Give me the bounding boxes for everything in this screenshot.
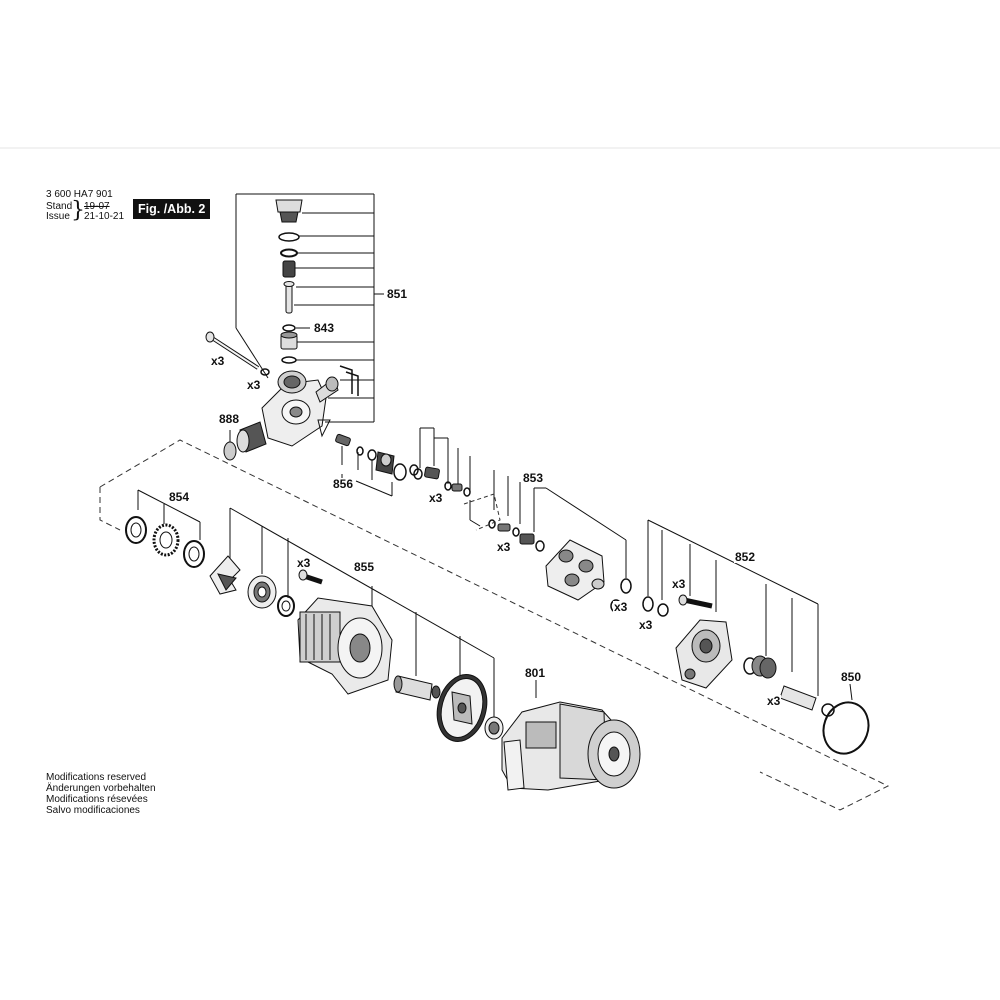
- valve-stem: [283, 281, 295, 314]
- bracket-853: [419, 427, 627, 578]
- pump-screw: [678, 594, 713, 609]
- valve-nut: [280, 331, 298, 350]
- pump-seal: [620, 578, 632, 594]
- footer-es: Salvo modificaciones: [46, 805, 140, 816]
- seal-ring-a: [642, 596, 654, 612]
- qty-pistons: x3: [766, 694, 782, 708]
- bracket-856: [341, 446, 393, 497]
- motor-screw: [298, 569, 323, 585]
- callout-851: 851: [386, 287, 409, 301]
- bracket-852: [647, 519, 819, 696]
- gear-bearing: [484, 716, 504, 740]
- ball-bearing: [247, 575, 277, 609]
- valve-outline: [463, 493, 501, 531]
- callout-855: 855: [353, 560, 376, 574]
- bracket-851: [235, 193, 384, 423]
- footer-fr: Modifications résevées: [46, 794, 148, 805]
- shaft-seal: [277, 595, 295, 617]
- brace-glyph: }: [71, 198, 85, 223]
- part-number: 3 600 HA7 901: [46, 189, 113, 200]
- figure-label: Fig. /Abb. 2: [133, 199, 211, 219]
- pump-head: [545, 539, 605, 601]
- valve-spring: [282, 260, 296, 278]
- issue-date: 21-10-21: [84, 211, 125, 222]
- callout-852: 852: [734, 550, 757, 564]
- drive-flange: [209, 555, 241, 595]
- qty-valve-screw: x3: [210, 354, 226, 368]
- qty-pump-seal-b: x3: [638, 618, 654, 632]
- large-o-ring-850: [822, 683, 870, 755]
- qty-pump-seal-a: x3: [613, 600, 629, 614]
- qty-motor-screws: x3: [296, 556, 312, 570]
- valve-seal: [281, 356, 297, 364]
- stand-label: Stand: [46, 201, 73, 212]
- filter-888: [223, 441, 237, 461]
- gear-housing: [297, 597, 393, 695]
- qty-valve-washer: x3: [246, 378, 262, 392]
- long-screw: [205, 331, 270, 376]
- bearing-washers: [125, 516, 205, 568]
- footer-de: Änderungen vorbehalten: [46, 783, 156, 794]
- check-valve-lower: [488, 519, 545, 552]
- old-date: 19-07: [84, 201, 110, 212]
- check-valve-upper: [413, 466, 471, 497]
- bracket-854: [137, 489, 201, 540]
- small-washer: [282, 324, 296, 332]
- check-valve-parts: [335, 433, 419, 481]
- callout-856: 856: [332, 477, 355, 491]
- valve-housing: [261, 370, 339, 447]
- callout-850: 850: [840, 670, 863, 684]
- issue-label: Issue: [46, 211, 70, 222]
- callout-801: 801: [524, 666, 547, 680]
- pump-plate: [675, 619, 733, 689]
- o-ring: [278, 232, 300, 242]
- qty-check-valve-lower: x3: [496, 540, 512, 554]
- piston-spring: [743, 655, 777, 679]
- housing-nut-888: [236, 421, 267, 453]
- callout-853: 853: [522, 471, 545, 485]
- valve-cap: [275, 199, 303, 223]
- motor-801: [501, 680, 641, 791]
- qty-pump-screws: x3: [671, 577, 687, 591]
- piston-rod: [779, 685, 835, 717]
- drive-gear: [436, 674, 488, 742]
- o-ring-small: [280, 248, 298, 258]
- retaining-clip: [339, 365, 359, 396]
- assembly-outline-left: [99, 487, 121, 531]
- callout-888: 888: [218, 412, 241, 426]
- qty-check-valve-upper: x3: [428, 491, 444, 505]
- seal-ring-b: [657, 603, 669, 617]
- callout-854: 854: [168, 490, 191, 504]
- eccentric-shaft: [393, 675, 441, 701]
- footer-en: Modifications reserved: [46, 772, 147, 783]
- assembly-outline-upper: [99, 439, 890, 811]
- callout-843: 843: [313, 321, 336, 335]
